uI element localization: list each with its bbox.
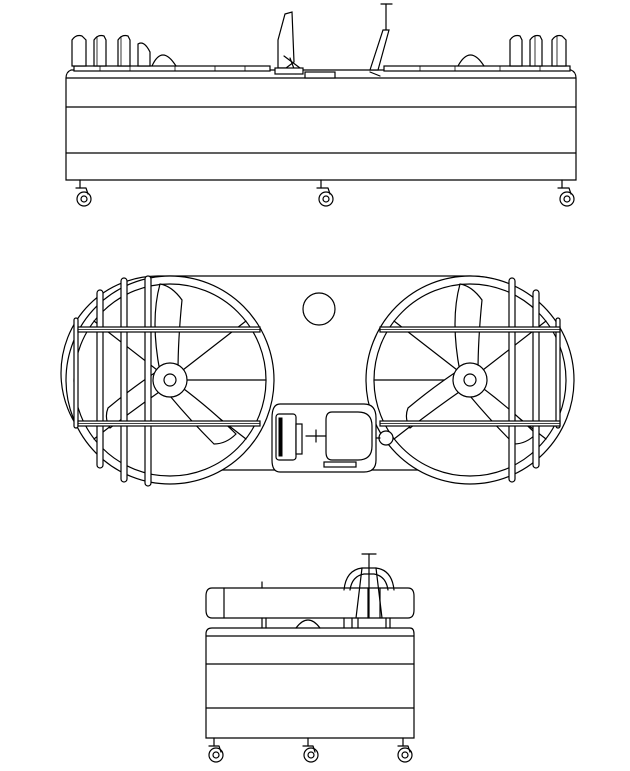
side-center-pod xyxy=(304,71,336,79)
plan-right-fan xyxy=(365,275,575,485)
end-supports xyxy=(261,581,391,629)
side-left-fins xyxy=(71,34,177,67)
end-elevation-view xyxy=(205,553,415,763)
end-control-stick xyxy=(343,553,395,619)
plan-vent xyxy=(302,292,336,326)
side-casters xyxy=(75,179,575,207)
plan-cockpit xyxy=(271,403,394,473)
side-control-stick xyxy=(369,3,393,77)
end-casters xyxy=(208,737,413,763)
end-fan-duct xyxy=(205,587,415,619)
side-deck-rails xyxy=(73,65,571,72)
side-seat xyxy=(274,11,304,75)
top-plan-view xyxy=(60,275,575,487)
side-body xyxy=(65,69,577,181)
side-elevation-view xyxy=(65,3,577,207)
end-body xyxy=(205,627,415,739)
plan-left-guard-rails xyxy=(73,275,261,487)
plan-right-guard-rails xyxy=(379,277,561,483)
side-right-fins xyxy=(457,34,567,67)
